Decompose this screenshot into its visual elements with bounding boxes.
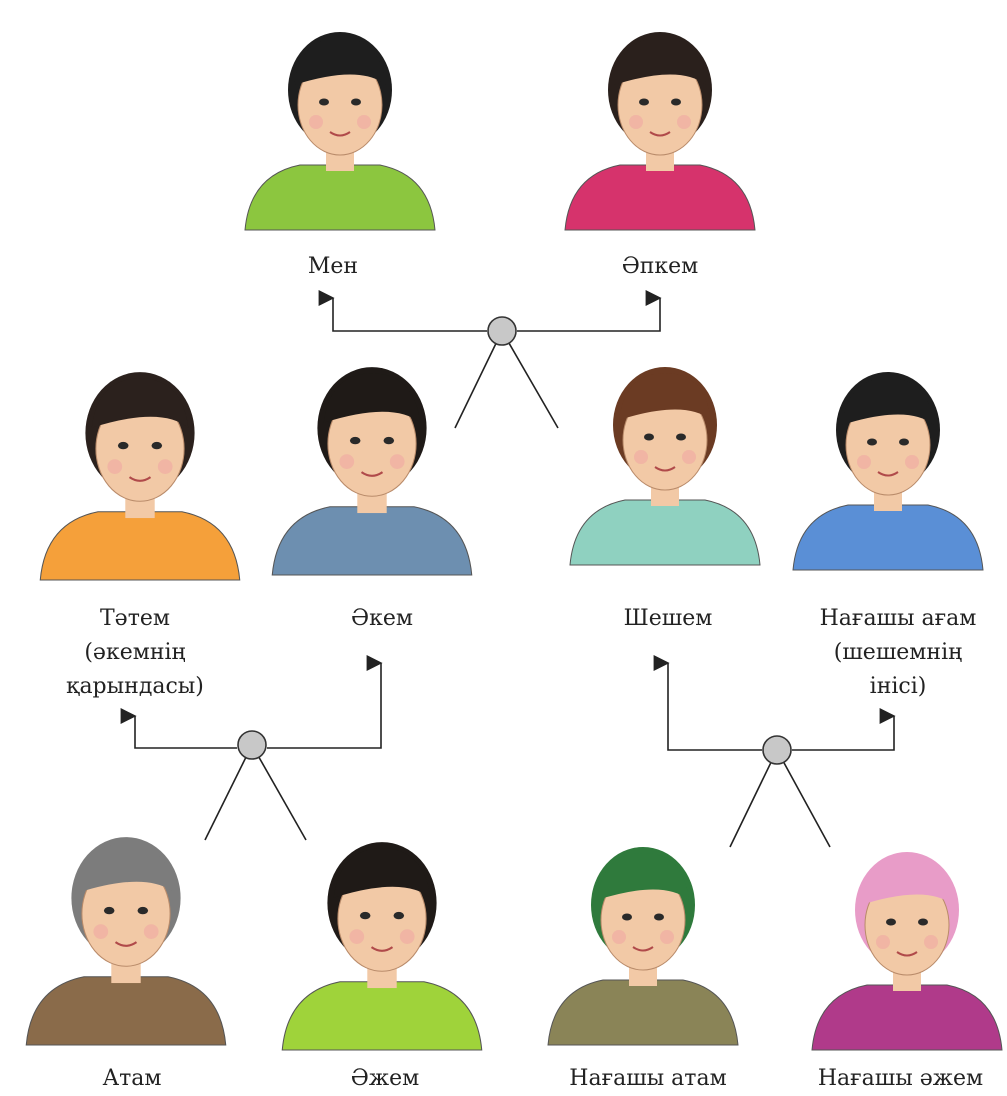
link-line (204, 744, 253, 841)
label-akem: Әкем (351, 606, 413, 631)
arrow-to-sheshem (653, 655, 762, 751)
link-line (251, 744, 307, 841)
portrait-nagashy-atam (547, 847, 739, 1046)
arrow-to-akem (267, 655, 383, 749)
arrow-to-tatem (120, 708, 237, 749)
union-connector-parents (318, 290, 662, 429)
union-node (487, 316, 517, 346)
portrait-nagashy-agam (792, 372, 984, 571)
union-connector-paternal (120, 655, 383, 841)
label-azhem: Әжем (350, 1066, 420, 1091)
label-tatem: Тәтем (әкемнің қарындасы) (66, 606, 204, 699)
label-men: Мен (307, 254, 359, 279)
portrait-tatem (39, 372, 241, 581)
portrait-akem (271, 367, 473, 576)
label-sheshem: Шешем (623, 606, 713, 631)
portrait-sheshem (569, 367, 761, 566)
portrait-nagashy-azhem (811, 852, 1003, 1051)
portrait-apkem (564, 32, 756, 231)
arrow-to-apkem (517, 290, 662, 332)
arrow-to-men (318, 290, 487, 332)
link-line (776, 749, 831, 848)
label-atam: Атам (102, 1066, 162, 1091)
union-node (762, 735, 792, 765)
label-nagashy-azhem: Нағашы әжем (817, 1066, 984, 1091)
label-nagashy-agam: Нағашы ағам (шешемнің інісі) (819, 606, 977, 699)
link-line (729, 749, 778, 848)
link-line (501, 330, 559, 429)
label-nagashy-atam: Нағашы атам (569, 1066, 727, 1091)
portrait-azhem (281, 842, 483, 1051)
portrait-men (244, 32, 436, 231)
portrait-atam (25, 837, 227, 1046)
union-node (237, 730, 267, 760)
union-connector-maternal (653, 655, 896, 848)
label-apkem: Әпкем (621, 254, 699, 279)
arrow-to-nagashy-agam (792, 708, 896, 751)
link-line (454, 330, 503, 429)
